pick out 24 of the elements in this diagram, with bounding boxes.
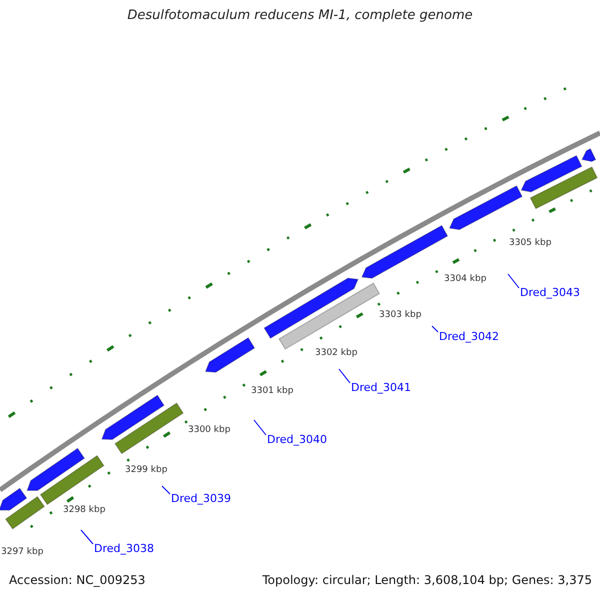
scale-label: 3300 kbp <box>188 426 230 436</box>
scale-label: 3299 kbp <box>125 466 168 476</box>
leader-line <box>432 326 438 332</box>
scale-label: 3305 kbp <box>509 239 552 249</box>
leader-line <box>338 368 350 384</box>
scale-label: 3304 kbp <box>444 275 486 285</box>
leader-line <box>508 274 520 288</box>
genome-summary: Topology: circular; Length: 3,608,104 bp; Genes: 3,375 <box>262 574 592 588</box>
diagram-title: Desulfotomaculum reducens MI-1, complete genome <box>126 9 474 24</box>
gene-label: Dred_3038 <box>94 543 154 556</box>
accession-note: Accession: NC_009253 <box>9 574 146 588</box>
leader-line <box>80 530 94 544</box>
scale-label: 3301 kbp <box>251 387 294 397</box>
scale-label: 3297 kbp <box>1 548 44 558</box>
scale-label: 3303 kbp <box>379 311 422 321</box>
leader-line <box>254 420 266 436</box>
gene-label: Dred_3041 <box>351 382 411 394</box>
leader-line <box>162 486 170 494</box>
gene-label: Dred_3039 <box>171 493 231 506</box>
gene-label: Dred_3042 <box>439 331 499 344</box>
scale-label: 3298 kbp <box>63 506 106 516</box>
gene-label: Dred_3040 <box>267 434 327 446</box>
scale-label: 3302 kbp <box>315 349 358 359</box>
gene-label: Dred_3043 <box>520 287 580 300</box>
